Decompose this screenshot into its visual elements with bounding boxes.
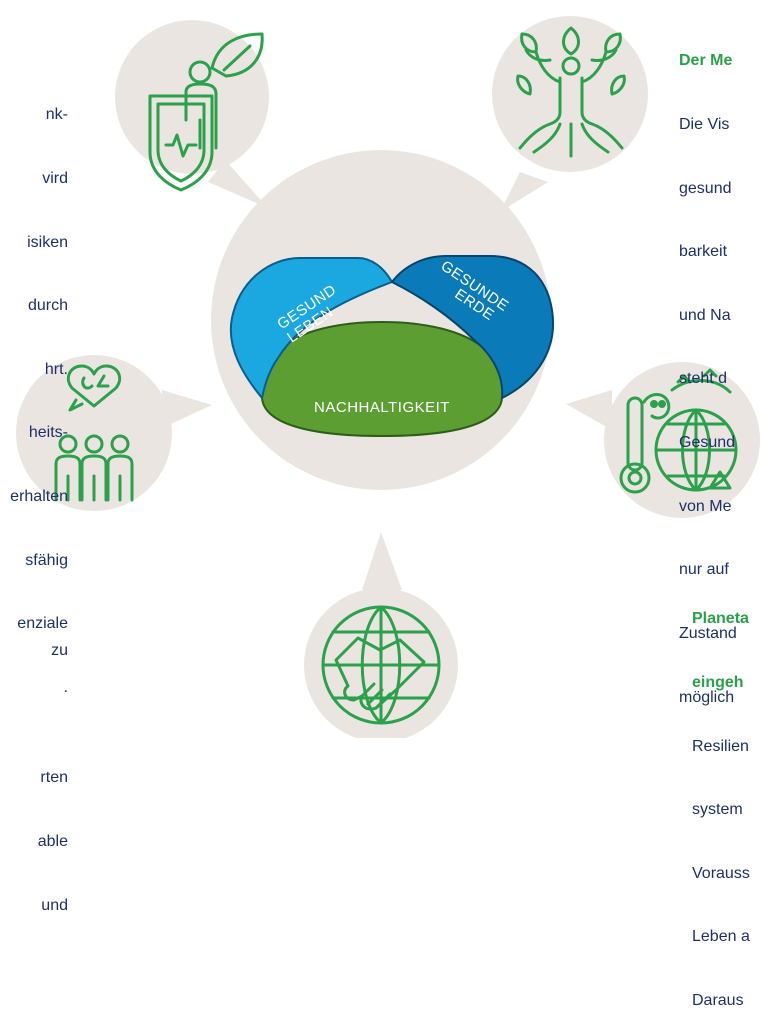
- text-line: zu: [51, 642, 68, 660]
- text-line: heits-: [28, 424, 68, 442]
- text-line: hrt.: [44, 360, 68, 378]
- text-line: Vorauss: [692, 864, 750, 882]
- text-line: able: [37, 833, 68, 851]
- health-shield-leaf-icon: [148, 32, 264, 192]
- text-line: isiken: [27, 233, 68, 251]
- text-line: enziale: [17, 615, 68, 633]
- moebius-band: GESUND LEBEN GESUNDE ERDE NACHHALTIGKEIT: [229, 255, 554, 438]
- text-line: und Na: [679, 306, 731, 324]
- text-line: möglich: [679, 688, 735, 706]
- text-line: Resilien: [692, 737, 749, 755]
- band-healthy-living: [229, 257, 394, 401]
- text-line: vird: [42, 170, 68, 188]
- section-heading: Planeta: [692, 610, 749, 628]
- left-bottom-text: zu rten able und: [38, 598, 68, 979]
- text-line: .: [63, 678, 68, 696]
- text-line: durch: [27, 297, 68, 315]
- diagram-canvas: GESUND LEBEN GESUNDE ERDE NACHHALTIGKEIT: [16, 16, 760, 738]
- text-line: nur auf: [679, 561, 729, 579]
- section-heading: Der Me: [679, 52, 733, 70]
- section-heading: eingeh: [692, 674, 744, 692]
- left-top-text: nk- vird isiken durch hrt. heits- erhalt…: [10, 62, 68, 719]
- right-top-text: Der Me Die Vis gesund barkeit und Na ste…: [679, 8, 737, 729]
- tree-person-icon: [516, 26, 626, 158]
- band-healthy-earth: [390, 255, 554, 400]
- text-line: sfähig: [25, 551, 68, 569]
- text-line: gesund: [679, 179, 732, 197]
- text-line: Gesund: [679, 434, 736, 452]
- text-line: von Me: [679, 497, 732, 515]
- text-line: und: [41, 896, 68, 914]
- climate-globe-icon: [619, 368, 738, 494]
- text-line: [38, 704, 68, 725]
- label-sustainability: NACHHALTIGKEIT: [314, 399, 450, 416]
- globe-handshake-icon: [321, 605, 441, 725]
- text-line: rten: [40, 769, 68, 787]
- community-dialogue-icon: [54, 364, 134, 502]
- text-line: Leben a: [692, 928, 750, 946]
- text-line: barkeit: [679, 243, 728, 261]
- text-line: Daraus: [692, 992, 744, 1010]
- right-bottom-text: Planeta eingeh Resilien system Vorauss L…: [692, 566, 750, 1032]
- text-line: nk-: [45, 106, 68, 124]
- bubble-tree: [492, 16, 648, 212]
- text-line: steht d: [679, 370, 728, 388]
- text-line: Zustand: [679, 624, 737, 642]
- text-line: erhalten: [10, 488, 68, 506]
- text-line: system: [692, 801, 743, 819]
- text-line: Die Vis: [679, 116, 730, 134]
